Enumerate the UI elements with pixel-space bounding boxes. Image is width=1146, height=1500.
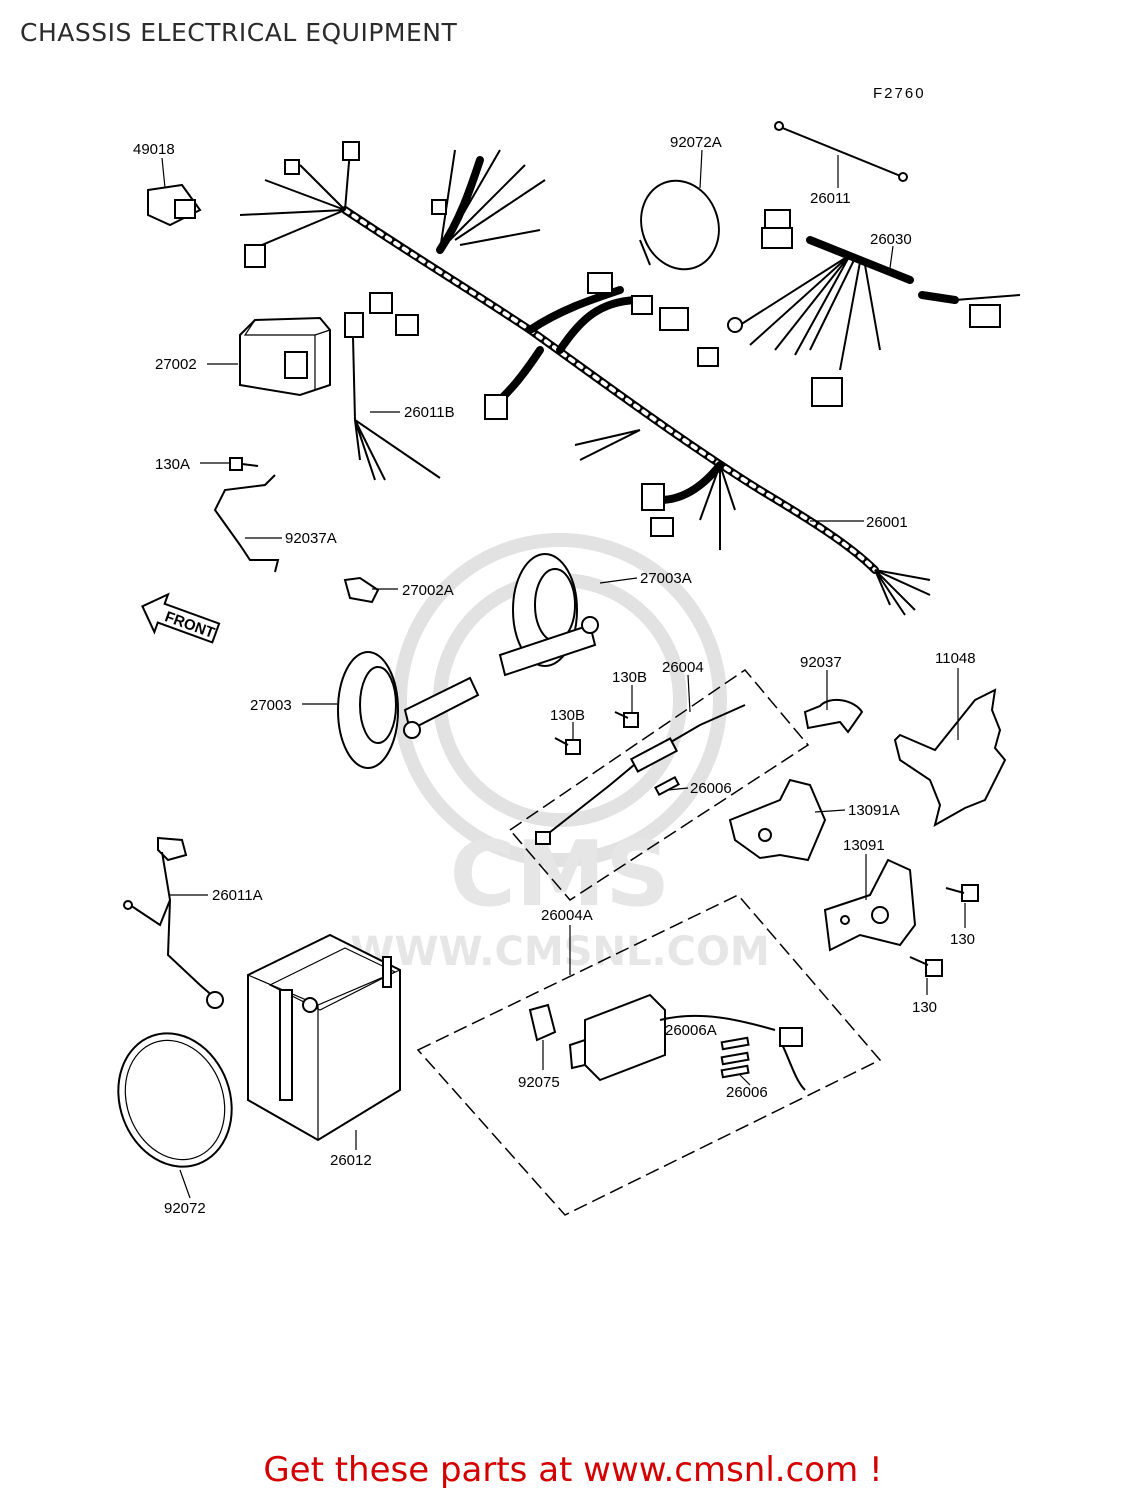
part-92072A-band (639, 179, 720, 271)
part-13091A-bracket (728, 778, 827, 862)
leader-lines (161, 149, 966, 1199)
part-27002A-grommet (343, 576, 380, 604)
main-wiring-harness (239, 141, 931, 616)
label-27002: 27002 (155, 356, 197, 373)
part-26004A-regulator-kit (416, 894, 882, 1216)
part-92072-band (117, 1032, 233, 1168)
label-130-upper: 130 (950, 931, 975, 948)
part-26004-fuse-kit (508, 668, 810, 901)
label-26001: 26001 (866, 514, 908, 531)
label-26011: 26011 (810, 190, 851, 207)
part-27003-horn (337, 651, 480, 769)
label-92037A: 92037A (285, 530, 337, 547)
part-92037A-clamp (213, 474, 280, 573)
label-27002A: 27002A (402, 582, 454, 599)
part-26030-sub-harness (727, 209, 1021, 407)
part-26011A-lead (123, 836, 224, 1009)
part-13091-bracket (823, 858, 917, 952)
label-130-lower: 130 (912, 999, 937, 1016)
label-27003A: 27003A (640, 570, 692, 587)
part-labels: 49018 92072A 26011 26030 27002 26011B 13… (133, 134, 976, 1217)
page-title: CHASSIS ELECTRICAL EQUIPMENT (20, 18, 458, 47)
label-92072A: 92072A (670, 134, 722, 151)
label-13091: 13091 (843, 837, 885, 854)
label-26006-upper: 26006 (690, 780, 732, 797)
label-26004: 26004 (662, 659, 704, 676)
watermark-text: WWW.CMSNL.COM (350, 929, 770, 975)
label-130B-lower: 130B (550, 707, 585, 724)
label-130A: 130A (155, 456, 190, 473)
label-27003: 27003 (250, 697, 292, 714)
watermark-logo: CMS (450, 822, 670, 927)
part-26012-battery (247, 933, 401, 1142)
part-49018-connector (147, 183, 202, 227)
part-130-bolt (909, 884, 979, 977)
label-13091A: 13091A (848, 802, 900, 819)
label-26012: 26012 (330, 1152, 372, 1169)
label-26011B: 26011B (404, 404, 455, 421)
part-11048-bracket (893, 688, 1007, 828)
figure-code: F2760 (873, 85, 926, 102)
footer-link[interactable]: Get these parts at www.cmsnl.com ! (0, 1450, 1146, 1490)
label-26004A: 26004A (541, 907, 593, 924)
part-26011B-lead (344, 312, 441, 481)
part-27002-relay (239, 316, 331, 397)
label-26006-lower: 26006 (726, 1084, 768, 1101)
part-130A-bolt (229, 457, 259, 471)
label-26011A: 26011A (212, 887, 263, 904)
label-92072: 92072 (164, 1200, 206, 1217)
label-92037: 92037 (800, 654, 842, 671)
label-26030: 26030 (870, 231, 912, 248)
label-49018: 49018 (133, 141, 175, 158)
footer-link-text[interactable]: Get these parts at www.cmsnl.com ! (263, 1450, 883, 1490)
front-arrow: FRONT (141, 592, 221, 644)
label-130B-upper: 130B (612, 669, 647, 686)
part-26011-lead (774, 121, 908, 182)
label-92075: 92075 (518, 1074, 560, 1091)
label-26006A: 26006A (665, 1022, 717, 1039)
label-11048: 11048 (935, 650, 976, 667)
part-27003A-horn (498, 553, 599, 677)
part-92037-clamp (803, 698, 864, 734)
